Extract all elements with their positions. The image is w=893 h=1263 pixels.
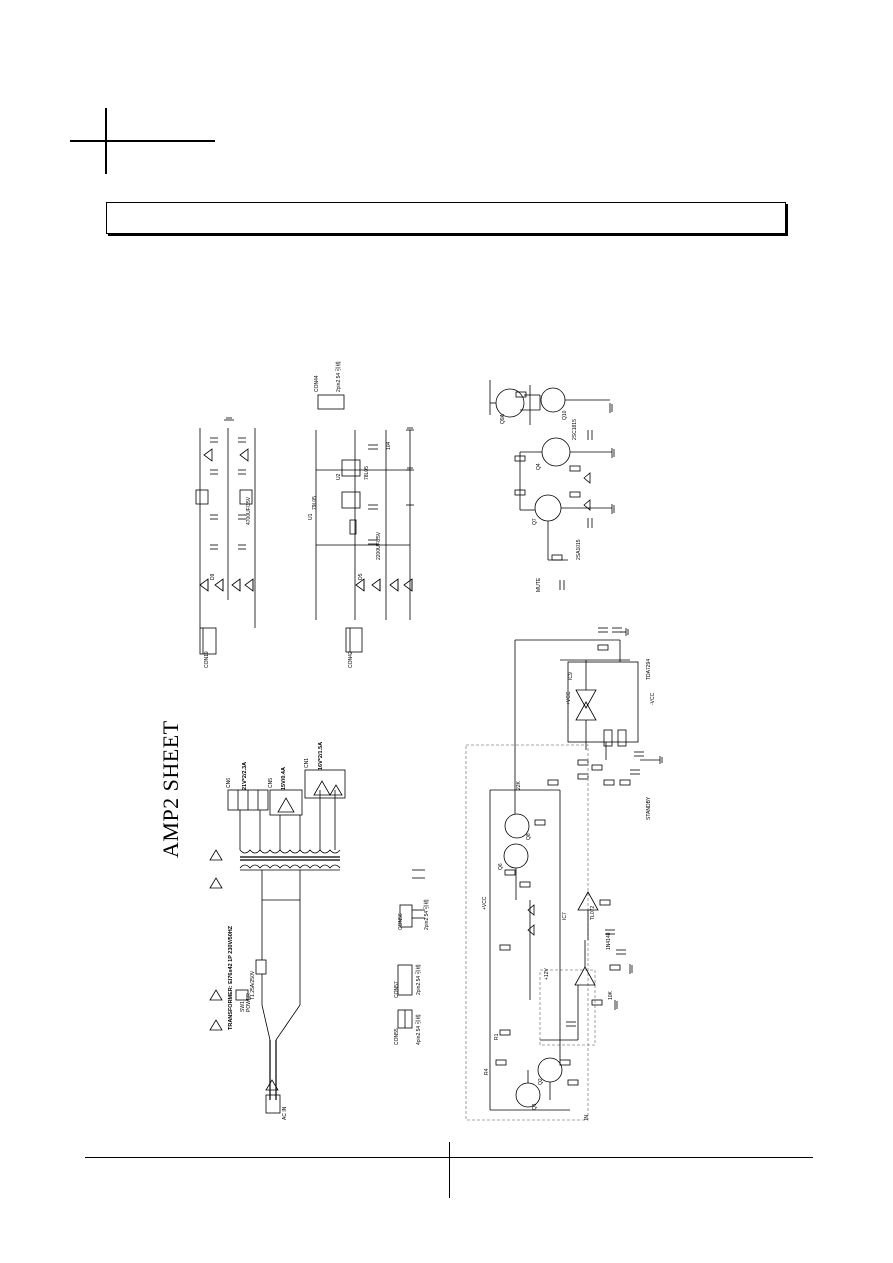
power-label: POWER xyxy=(246,993,252,1012)
r10k-label: 10K xyxy=(608,990,614,1000)
q2-label: Q2 xyxy=(538,1078,544,1085)
mute-control-section xyxy=(489,380,615,590)
con44-label: CON44 xyxy=(314,375,320,392)
cap-2200-label: 2200UF/25V xyxy=(376,531,382,560)
power-supply-1 xyxy=(195,417,256,655)
transformer-label: TRANSFORMER: EI76x42 1P 230V/50HZ xyxy=(228,925,234,1030)
con57-label: CON57 xyxy=(394,981,400,998)
ac-input-section xyxy=(209,769,346,1114)
q8-label: Q8 xyxy=(526,833,532,840)
con19-label: CON19 xyxy=(204,651,210,668)
vcc-plus-label: +VCC xyxy=(566,691,572,705)
q6-label: Q6 xyxy=(498,863,504,870)
u2-label: U2 xyxy=(336,473,342,480)
mute-label: MUTE xyxy=(536,577,542,592)
t21-label: 21V*2/2.3A xyxy=(242,762,248,790)
r22k-label: 22K xyxy=(516,780,522,790)
u1-label: U1 xyxy=(308,513,314,520)
con42-label: CON42 xyxy=(348,651,354,668)
con56-label: CON56 xyxy=(398,913,404,930)
in-label: IN xyxy=(584,1115,590,1120)
cap-4700-label: 4700UF/35V xyxy=(246,496,252,525)
sw1-label: SW1 xyxy=(240,1001,246,1012)
c1815-label: 2SC1815 xyxy=(572,419,578,440)
con57-pin-label: 2pin2.54 引线 xyxy=(415,964,422,995)
standby-label: STANDBY xyxy=(646,796,652,820)
power-amp-section xyxy=(514,627,663,786)
cn1-label: CN1 xyxy=(304,758,310,768)
r4-label: R4 xyxy=(484,1068,490,1075)
small-connectors xyxy=(397,869,425,1029)
con56-pin-label: 2pin2.54 引线 xyxy=(423,899,430,930)
q9a-label: Q9A xyxy=(500,413,506,424)
ic7-label: IC7 xyxy=(562,912,568,920)
diode-d5-label: D5 xyxy=(358,573,364,580)
vcc-label: +VCC xyxy=(482,896,488,910)
con44-pin-label: 2pin2.54 引线 xyxy=(335,361,342,392)
ac-in-label: AC IN xyxy=(282,1106,288,1120)
con55-label: CON55 xyxy=(394,1028,400,1045)
diode-d9-label: D9 xyxy=(210,573,216,580)
tl072-label: TL072 xyxy=(590,906,596,920)
schematic-labels: TRANSFORMER: EI76x42 1P 230V/50HZ SW1 PO… xyxy=(204,361,656,1120)
q4-label: Q4 xyxy=(536,463,542,470)
a1015-label: 2SA1015 xyxy=(576,539,582,560)
power-supply-2 xyxy=(315,394,414,653)
con55-pin-label: 4pin2.54 引线 xyxy=(415,1014,422,1045)
fuse-label: T1.25A/250V xyxy=(250,970,256,1000)
cap-104-label: 104 xyxy=(386,441,392,450)
cn5-label: CN5 xyxy=(268,778,274,788)
footer-divider xyxy=(449,1142,451,1198)
vcc-minus-label: -VCC xyxy=(650,692,656,705)
reg-7805-label: 78L05 xyxy=(364,466,370,480)
ic9-label: IC9 xyxy=(568,672,574,680)
v12-label: +12V xyxy=(544,968,550,980)
t15-label: 15V/0.4A xyxy=(281,767,287,790)
in4148-label: 1N4148 xyxy=(606,932,612,950)
preamp-section xyxy=(465,744,633,1121)
header-crop-mark-horizontal xyxy=(70,140,215,142)
tda7294-label: TDA7294 xyxy=(646,659,652,680)
r1-label: R1 xyxy=(494,1033,500,1040)
reg-7905-label: 79L05 xyxy=(312,496,318,510)
t16-label: 16V*2/1.5A xyxy=(318,742,324,770)
q7-label: Q7 xyxy=(532,518,538,525)
q10-label: Q10 xyxy=(562,410,568,420)
title-box xyxy=(106,202,786,234)
q1-label: Q1 xyxy=(532,1103,538,1110)
cn6-label: CN6 xyxy=(226,778,232,788)
